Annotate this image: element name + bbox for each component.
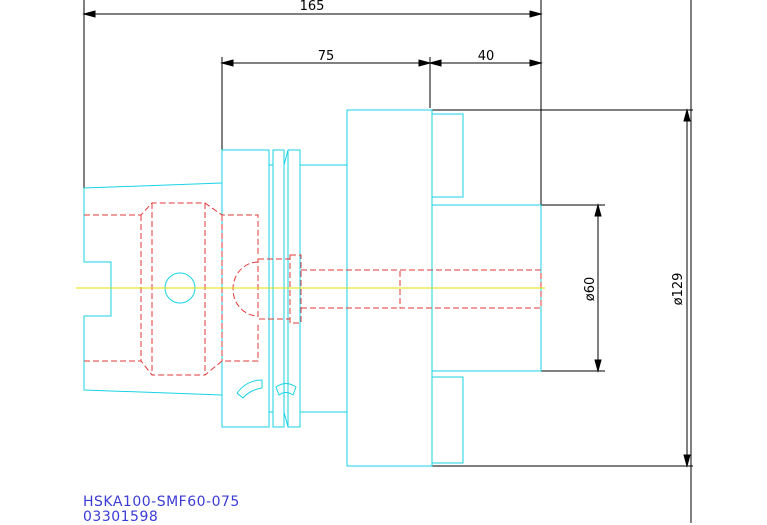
dim-overall-length: 165 <box>300 0 325 14</box>
dim-flange-diameter: ø129 <box>671 273 686 306</box>
dim-bore-diameter: ø60 <box>583 277 598 302</box>
dimension-shank <box>220 57 432 150</box>
dim-shank-length: 75 <box>318 49 335 64</box>
hidden-features <box>84 202 542 376</box>
part-name: HSKA100-SMF60-075 <box>83 494 240 510</box>
dimension-overall <box>82 0 543 205</box>
dimension-flange <box>428 59 543 67</box>
dim-flange-length: 40 <box>478 49 495 64</box>
part-number: 03301598 <box>83 509 159 525</box>
dimension-flange-diameter <box>432 108 693 468</box>
dimension-bore <box>541 203 605 373</box>
